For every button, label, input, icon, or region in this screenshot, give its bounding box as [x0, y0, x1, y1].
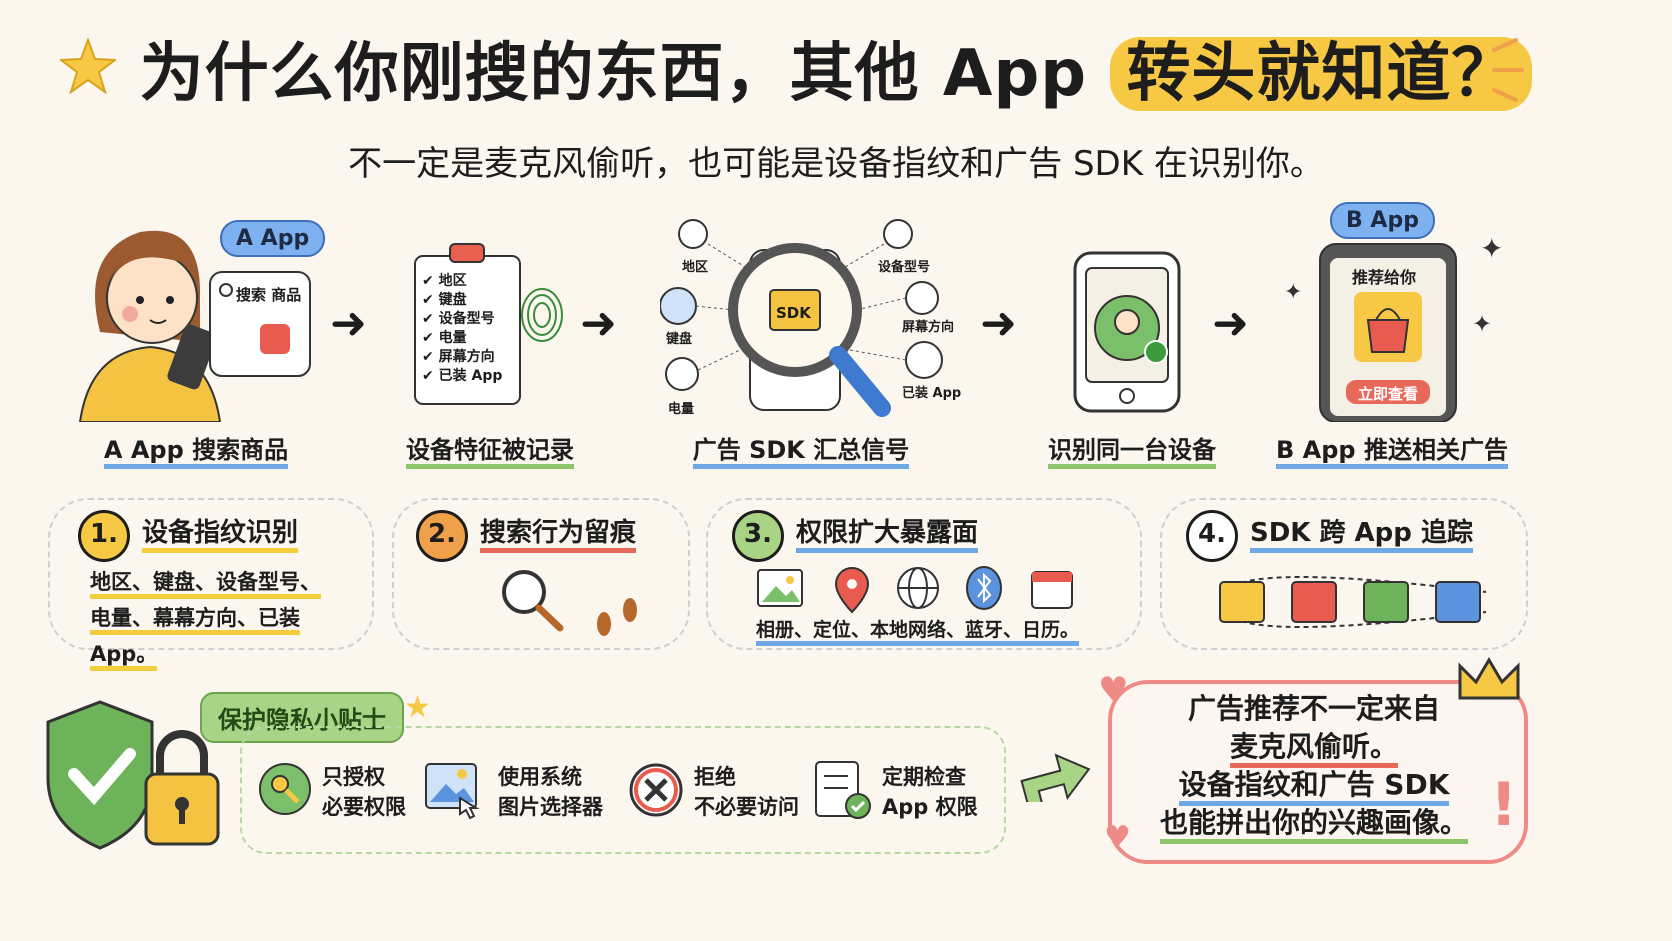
checklist-icon — [812, 756, 874, 826]
checklist-item: ✔ 电量 — [422, 330, 467, 346]
signal-installed-apps: 已装 App — [902, 386, 962, 401]
image-picker-icon — [424, 760, 488, 824]
step2-label: 设备特征被记录 — [360, 430, 620, 469]
card-header: 1. 设备指纹识别 — [78, 510, 299, 562]
clipboard-illustration — [410, 242, 580, 412]
sparkle-icon: ✦ — [1480, 232, 1504, 265]
checklist: ✔ 地区 ✔ 键盘 ✔ 设备型号 ✔ 电量 ✔ 屏幕方向 ✔ 已装 App — [422, 272, 502, 386]
checklist-item: ✔ 屏幕方向 — [422, 349, 495, 365]
card-title: 搜索行为留痕 — [480, 517, 637, 553]
permission-icons — [756, 566, 1106, 620]
deny-icon — [628, 762, 684, 822]
phone-recognized-illustration — [1070, 248, 1190, 418]
checklist-item: ✔ 已装 App — [422, 368, 503, 384]
tip-item: 使用系统图片选择器 — [498, 765, 603, 819]
title-prefix: 为什么你刚搜的东西，其他 App — [139, 37, 1111, 111]
card-number: 1. — [78, 510, 130, 562]
sparkle-icon: ✦ — [1472, 310, 1493, 338]
checklist-item: ✔ 设备型号 — [422, 311, 495, 327]
card-search-trace: 2. 搜索行为留痕 — [392, 498, 690, 650]
puzzle-pieces-icon — [1216, 572, 1496, 636]
app-b-pill: B App — [1330, 202, 1435, 239]
card-title: 设备指纹识别 — [142, 517, 299, 553]
tip-item: 只授权必要权限 — [322, 765, 406, 819]
ad-screen-title: 推荐给你 — [1352, 268, 1417, 287]
globe-icon — [897, 567, 939, 609]
card-header: 3. 权限扩大暴露面 — [732, 510, 979, 562]
key-icon — [258, 762, 312, 820]
card-device-fingerprint: 1. 设备指纹识别 地区、键盘、设备型号、 电量、幕幕方向、已装 App。 — [48, 498, 374, 671]
magnifier-sdk-illustration — [659, 210, 970, 425]
footprints-icon — [590, 592, 650, 646]
step3-label: 广告 SDK 汇总信号 — [666, 430, 936, 469]
checklist-item: ✔ 地区 — [422, 273, 467, 289]
page-title: 为什么你刚搜的东西，其他 App 转头就知道？ — [0, 22, 1672, 114]
arrow-right-icon: ➜ — [1212, 298, 1249, 349]
card-number: 3. — [732, 510, 784, 562]
arrow-right-icon: ➜ — [980, 298, 1017, 349]
step4-label: 识别同一台设备 — [1002, 430, 1262, 469]
heart-icon: ♥ — [1098, 670, 1129, 710]
page-subtitle: 不一定是麦克风偷听，也可能是设备指纹和广告 SDK 在识别你。 — [348, 144, 1324, 184]
card-header: 4. SDK 跨 App 追踪 — [1186, 510, 1473, 562]
signal-region: 地区 — [682, 260, 709, 275]
arrow-up-right-icon — [1018, 738, 1094, 808]
card-number: 4. — [1186, 510, 1238, 562]
callout-text: 广告推荐不一定来自 麦克风偷听。 设备指纹和广告 SDK 也能拼出你的兴趣画像。 — [1120, 690, 1508, 844]
signal-device-model: 设备型号 — [878, 260, 931, 275]
exclamation-icon: ! — [1490, 770, 1518, 840]
title-highlight: 转头就知道？ — [1110, 37, 1533, 111]
sdk-chip-label: SDK — [776, 304, 811, 322]
card-header: 2. 搜索行为留痕 — [416, 510, 637, 562]
signal-orientation: 屏幕方向 — [902, 320, 955, 335]
card-title: 权限扩大暴露面 — [796, 517, 979, 553]
star-icon — [58, 37, 118, 95]
signal-battery: 电量 — [668, 402, 695, 417]
signal-keyboard: 键盘 — [666, 332, 693, 347]
crown-icon — [1456, 654, 1522, 708]
conclusion-callout — [1108, 680, 1528, 864]
arrow-right-icon: ➜ — [580, 298, 617, 349]
phone-ad-illustration — [1316, 240, 1462, 423]
photo-icon — [757, 569, 803, 607]
card-body: 相册、定位、本地网络、蓝牙、日历。 — [756, 618, 1080, 646]
sparkle-icon: ✦ — [1284, 280, 1303, 305]
ad-view-button[interactable]: 立即查看 — [1358, 385, 1419, 403]
checklist-item: ✔ 键盘 — [422, 292, 467, 308]
location-icon — [834, 566, 870, 614]
search-bar-text: 搜索 商品 — [236, 286, 302, 304]
sparkle-lines-icon — [1488, 36, 1528, 106]
girl-with-phone-illustration — [70, 212, 330, 423]
card-body: 地区、键盘、设备型号、 电量、幕幕方向、已装 App。 — [90, 564, 372, 672]
star-icon: ★ — [404, 690, 431, 725]
card-title: SDK 跨 App 追踪 — [1250, 517, 1473, 553]
arrow-right-icon: ➜ — [330, 298, 367, 349]
heart-icon: ♥ — [1104, 820, 1131, 855]
shield-lock-illustration — [40, 698, 230, 858]
bluetooth-icon — [966, 566, 1002, 610]
calendar-icon — [1031, 571, 1073, 609]
app-a-pill: A App — [220, 220, 326, 257]
card-number: 2. — [416, 510, 468, 562]
step1-label: A App 搜索商品 — [66, 430, 326, 469]
card-permissions: 3. 权限扩大暴露面 相册、定位、本地网络、蓝牙、日历。 — [706, 498, 1142, 650]
tips-label: 保护隐私小贴士 — [200, 692, 404, 743]
card-sdk-tracking: 4. SDK 跨 App 追踪 — [1160, 498, 1528, 650]
tip-item: 拒绝不必要访问 — [694, 765, 799, 819]
step5-label: B App 推送相关广告 — [1262, 430, 1522, 469]
tips-box — [240, 726, 1006, 854]
magnifier-icon — [494, 564, 574, 638]
